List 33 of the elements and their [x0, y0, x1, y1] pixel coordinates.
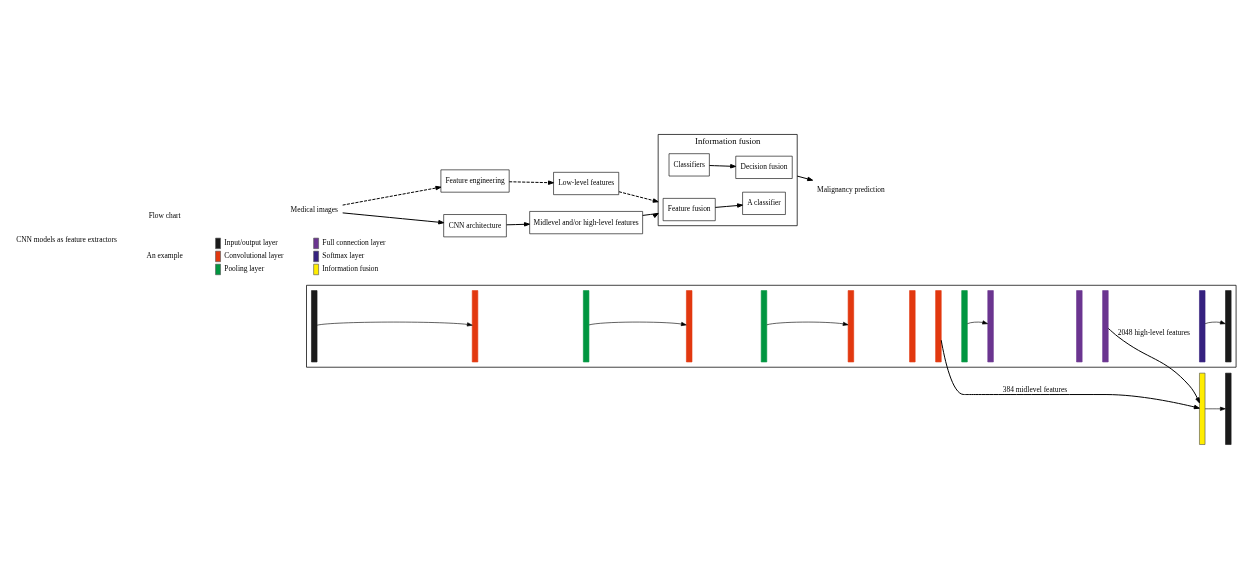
arrow	[1204, 406, 1226, 411]
arrow	[1107, 327, 1200, 403]
arrow	[709, 163, 737, 168]
arrow	[342, 211, 445, 224]
arrow	[508, 179, 554, 185]
node-bar	[1199, 289, 1206, 362]
node-bar	[935, 289, 942, 362]
node-bar	[1199, 372, 1206, 445]
arrow	[714, 202, 744, 208]
node-bar	[583, 289, 590, 362]
arrow	[588, 321, 687, 326]
node-bar	[686, 289, 693, 362]
node-bar	[760, 289, 768, 362]
arrow	[967, 319, 988, 324]
arrow	[618, 190, 659, 203]
node-bar	[1225, 289, 1232, 362]
node-bar	[1076, 289, 1083, 362]
node-bar	[1102, 289, 1109, 362]
arrow	[796, 175, 814, 181]
node-bar	[961, 289, 968, 362]
node-bar	[909, 289, 916, 362]
node-bar	[471, 289, 479, 362]
arrow	[342, 185, 442, 206]
arrow	[940, 339, 1200, 409]
arrow	[766, 321, 849, 326]
arrow	[1204, 319, 1226, 324]
node-bar	[311, 289, 318, 362]
cluster	[306, 284, 1237, 368]
arrow	[506, 221, 530, 227]
node-bar	[987, 289, 994, 362]
node-bar	[847, 289, 854, 362]
arrow	[316, 321, 473, 326]
node-bar	[1225, 372, 1232, 445]
